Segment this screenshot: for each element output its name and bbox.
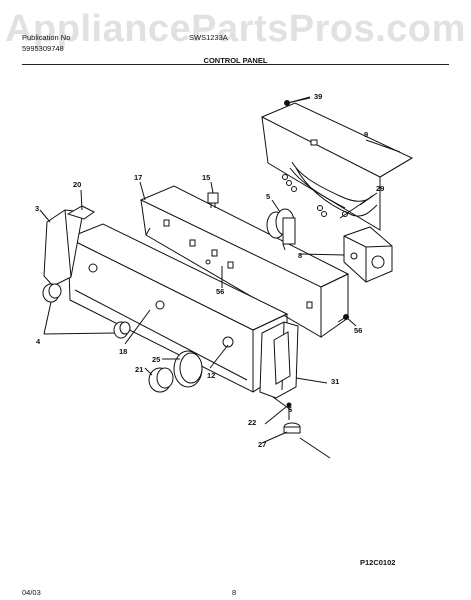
callout-6: 6 bbox=[288, 405, 292, 414]
callout-21: 21 bbox=[135, 365, 143, 374]
callout-56-lower: 56 bbox=[354, 326, 362, 335]
header-rule bbox=[22, 64, 449, 65]
bracket-27 bbox=[283, 422, 301, 434]
callout-18: 18 bbox=[119, 347, 127, 356]
back-plate-17 bbox=[139, 185, 350, 338]
section-title: CONTROL PANEL bbox=[203, 56, 268, 65]
knob-21 bbox=[148, 367, 174, 393]
callout-5: 5 bbox=[266, 192, 270, 201]
dial-25 bbox=[173, 350, 203, 388]
callout-56-upper: 56 bbox=[216, 287, 224, 296]
callout-15: 15 bbox=[202, 173, 210, 182]
right-end-cap bbox=[259, 321, 299, 399]
model-number: SWS1233A bbox=[189, 33, 228, 42]
callout-29: 29 bbox=[376, 184, 384, 193]
callout-25: 25 bbox=[152, 355, 160, 364]
footer-date: 04/03 bbox=[22, 588, 41, 597]
callout-9: 9 bbox=[364, 130, 368, 139]
page-number: 8 bbox=[232, 588, 237, 597]
callout-17: 17 bbox=[134, 173, 142, 182]
wire-harness bbox=[282, 161, 378, 219]
callout-12: 12 bbox=[207, 371, 215, 380]
callout-27: 27 bbox=[258, 440, 266, 449]
publication-label: Publication No bbox=[22, 33, 71, 42]
callout-20: 20 bbox=[73, 180, 81, 189]
callout-31: 31 bbox=[331, 377, 339, 386]
callout-22: 22 bbox=[248, 418, 256, 427]
rear-cover-panel bbox=[260, 102, 414, 231]
timer-8 bbox=[343, 226, 393, 283]
timer-motor-5 bbox=[266, 208, 296, 251]
publication-number: 5995309748 bbox=[22, 44, 64, 53]
left-end-cap bbox=[43, 205, 95, 287]
console-front-panel bbox=[66, 223, 289, 393]
knob-4b bbox=[113, 321, 131, 339]
callout-4: 4 bbox=[36, 337, 41, 346]
callout-39: 39 bbox=[314, 92, 322, 101]
drawing-code: P12C0102 bbox=[360, 558, 396, 567]
callout-8: 8 bbox=[298, 251, 302, 260]
knob-4 bbox=[42, 283, 62, 303]
callout-3: 3 bbox=[35, 204, 39, 213]
screw-22 bbox=[286, 402, 292, 420]
